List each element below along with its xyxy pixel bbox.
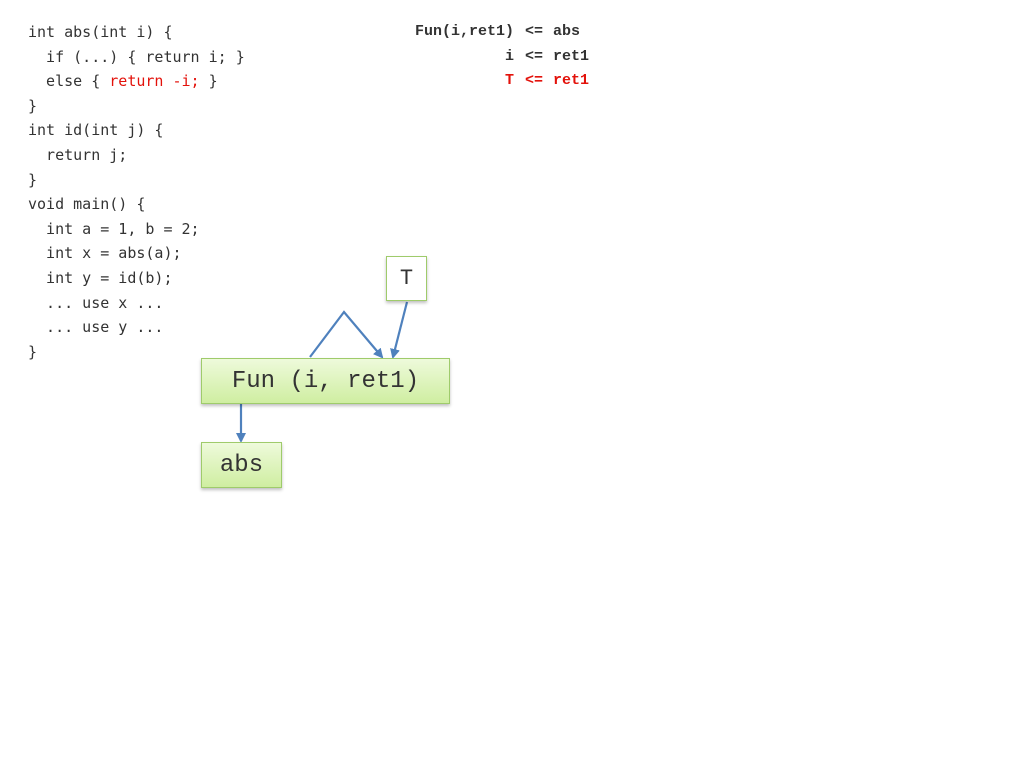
code-text: int a = 1, b = 2; <box>28 219 200 238</box>
code-text: void main() { <box>28 195 146 214</box>
code-text: return j; <box>28 145 128 164</box>
code-line: int abs(int i) { <box>28 20 245 45</box>
code-line: ... use x ... <box>28 291 245 316</box>
code-listing: int abs(int i) { if (...) { return i; } … <box>28 20 245 364</box>
edge-t-to-ret1 <box>390 301 409 359</box>
code-text: ... use x ... <box>28 293 164 312</box>
code-text: int x = abs(a); <box>28 244 182 263</box>
code-line: } <box>28 168 245 193</box>
code-line: int y = id(b); <box>28 266 245 291</box>
code-text: int y = id(b); <box>28 268 173 287</box>
constraint-lhs: i <box>504 47 514 65</box>
code-text: else { <box>28 72 110 91</box>
constraint-lhs: T <box>504 72 514 90</box>
code-line: if (...) { return i; } <box>28 45 245 70</box>
code-line: int a = 1, b = 2; <box>28 217 245 242</box>
constraint-rhs: ret1 <box>553 72 590 90</box>
node-fun-label: Fun (i, ret1) <box>231 367 420 395</box>
constraint-lhs: Fun(i,ret1) <box>414 23 514 40</box>
code-text: } <box>28 170 38 189</box>
highlighted-code: return -i; <box>109 72 200 91</box>
code-line: else { return -i; } <box>28 69 245 94</box>
code-line: int x = abs(a); <box>28 241 245 266</box>
code-line: ... use y ... <box>28 315 245 340</box>
code-line: int id(int j) { <box>28 118 245 143</box>
constraint-rhs: abs <box>553 23 581 40</box>
node-abs-label: abs <box>219 451 264 479</box>
code-text: } <box>199 72 218 91</box>
edge-fun-to-ret1 <box>309 310 384 359</box>
code-line: void main() { <box>28 192 245 217</box>
code-text: if (...) { return i; } <box>28 47 245 66</box>
code-text: int abs(int i) { <box>28 23 173 41</box>
code-line: return j; <box>28 143 245 168</box>
constraint-rhs: ret1 <box>553 47 590 65</box>
constraint-arrow: <= <box>525 72 544 90</box>
code-text: } <box>28 342 38 361</box>
code-text: } <box>28 96 38 115</box>
node-t: T <box>386 256 427 301</box>
code-text: ... use y ... <box>28 318 164 337</box>
constraint-arrow: <= <box>525 23 544 40</box>
node-fun: Fun (i, ret1) <box>201 358 450 404</box>
node-t-label: T <box>399 266 414 291</box>
constraint-arrow: <= <box>525 47 544 65</box>
code-text: int id(int j) { <box>28 121 164 140</box>
code-line: } <box>28 94 245 119</box>
node-abs: abs <box>201 442 282 488</box>
code-line: } <box>28 340 245 365</box>
